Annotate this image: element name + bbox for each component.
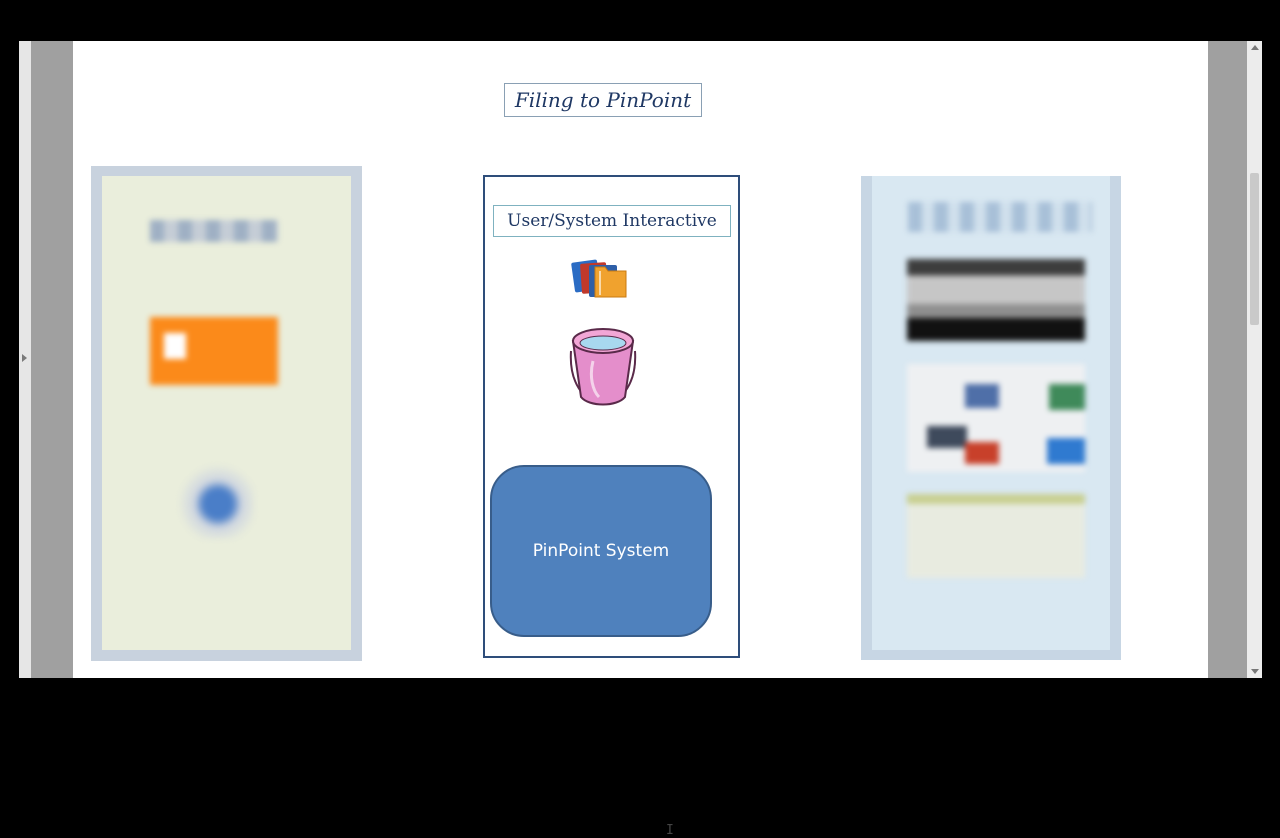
right-panel-title-redacted bbox=[908, 202, 1092, 232]
text-cursor-icon: I bbox=[666, 823, 674, 838]
left-panel-inner bbox=[102, 176, 351, 650]
pinpoint-system-label: PinPoint System bbox=[532, 541, 670, 561]
document-page: Filing to PinPoint User/System Interacti… bbox=[73, 41, 1208, 838]
folder-stack-icon bbox=[571, 259, 627, 298]
bucket-icon bbox=[569, 328, 637, 406]
page-title: Filing to PinPoint bbox=[504, 83, 702, 117]
document-thumbnail-redacted bbox=[907, 494, 1085, 578]
orange-logo-redacted bbox=[150, 317, 278, 385]
dashboard-thumbnail-redacted bbox=[907, 364, 1085, 472]
pinpoint-system-box: PinPoint System I bbox=[490, 465, 712, 838]
blue-graphic-redacted bbox=[174, 461, 254, 539]
center-panel: User/System Interactive PinPoint System … bbox=[483, 175, 740, 838]
right-panel-inner bbox=[872, 176, 1110, 650]
left-gutter bbox=[19, 41, 31, 678]
left-panel-title-redacted bbox=[150, 220, 278, 242]
center-panel-heading: User/System Interactive bbox=[493, 205, 731, 237]
right-panel bbox=[861, 176, 1121, 660]
scroll-down-icon[interactable] bbox=[1251, 669, 1259, 674]
left-panel bbox=[91, 166, 362, 661]
expand-arrow-icon[interactable] bbox=[22, 354, 27, 362]
vertical-scrollbar[interactable] bbox=[1247, 41, 1262, 678]
screenshot-thumbnail-redacted bbox=[907, 259, 1085, 341]
page-title-text: Filing to PinPoint bbox=[514, 88, 692, 112]
scroll-up-icon[interactable] bbox=[1251, 45, 1259, 50]
center-panel-heading-text: User/System Interactive bbox=[507, 211, 717, 231]
document-viewer: Filing to PinPoint User/System Interacti… bbox=[19, 41, 1262, 838]
scroll-thumb[interactable] bbox=[1250, 173, 1259, 325]
